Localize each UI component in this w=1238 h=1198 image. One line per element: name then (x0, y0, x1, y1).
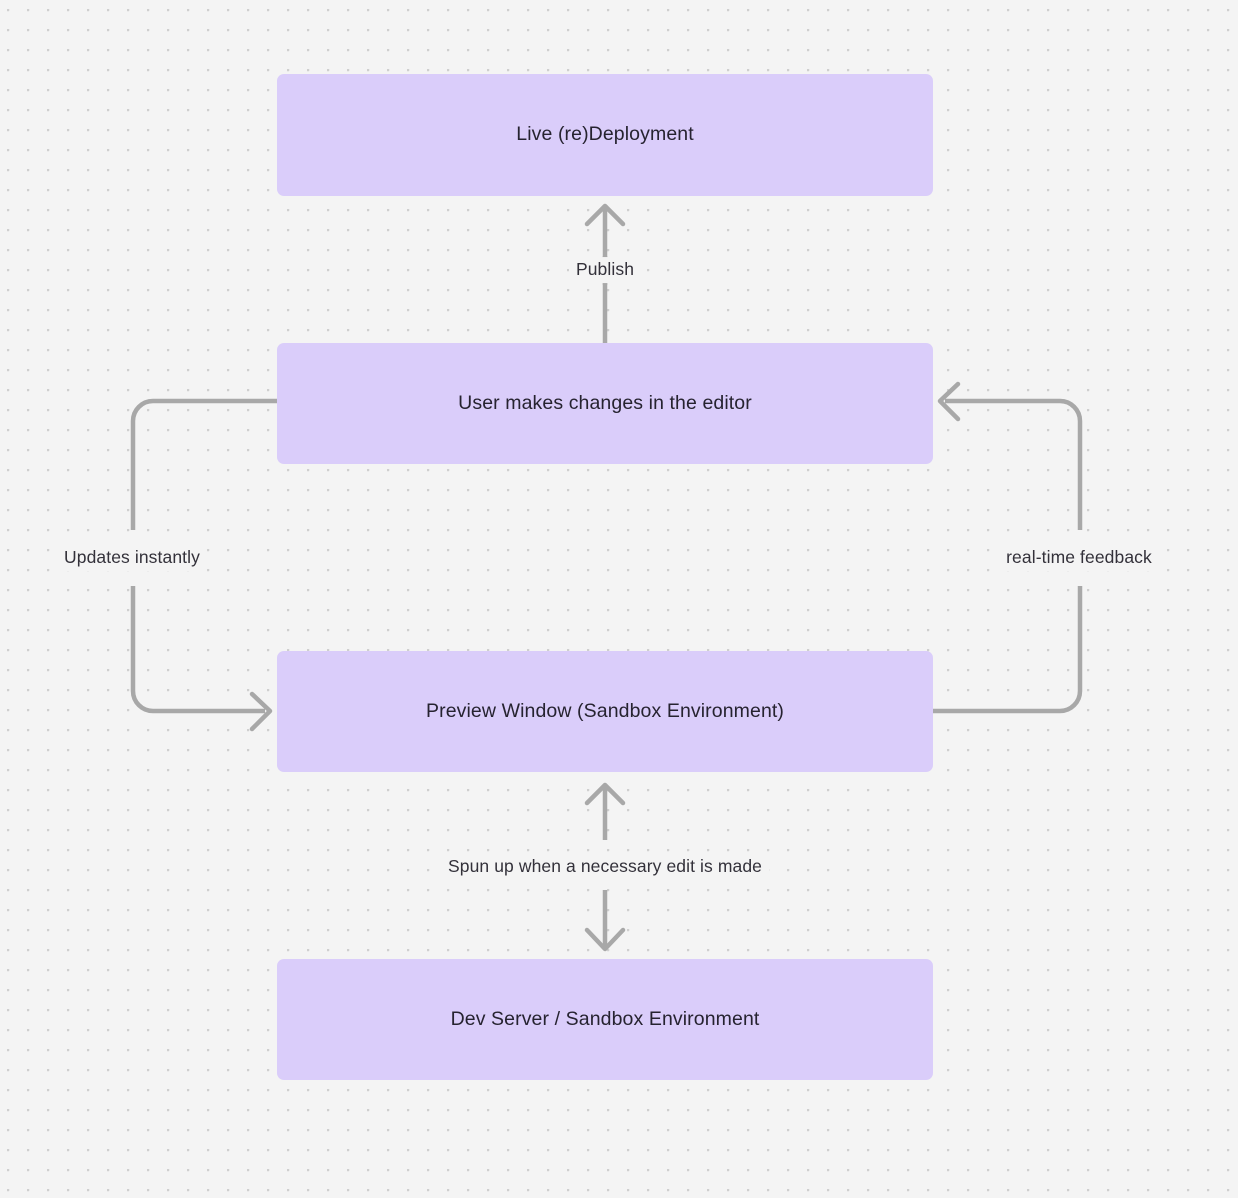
arrowhead-up-icon (584, 782, 626, 806)
edge-label-updates-instantly: Updates instantly (57, 545, 207, 571)
arrowhead-right-icon (249, 691, 273, 732)
edge-label-publish: Publish (568, 257, 642, 283)
node-live-deployment[interactable]: Live (re)Deployment (277, 74, 933, 196)
node-preview-window[interactable]: Preview Window (Sandbox Environment) (277, 651, 933, 772)
node-label: User makes changes in the editor (458, 391, 752, 414)
node-dev-server[interactable]: Dev Server / Sandbox Environment (277, 959, 933, 1080)
node-label: Dev Server / Sandbox Environment (450, 1007, 760, 1030)
edge-label-spun-up: Spun up when a necessary edit is made (440, 854, 770, 880)
arrowhead-up-icon (584, 203, 626, 227)
node-label: Preview Window (Sandbox Environment) (426, 699, 784, 722)
edge-label-real-time-feedback: real-time feedback (999, 545, 1159, 571)
node-label: Live (re)Deployment (516, 123, 694, 146)
arrowhead-left-icon (937, 381, 961, 422)
arrowhead-down-icon (584, 927, 626, 952)
node-user-makes-changes[interactable]: User makes changes in the editor (277, 343, 933, 464)
